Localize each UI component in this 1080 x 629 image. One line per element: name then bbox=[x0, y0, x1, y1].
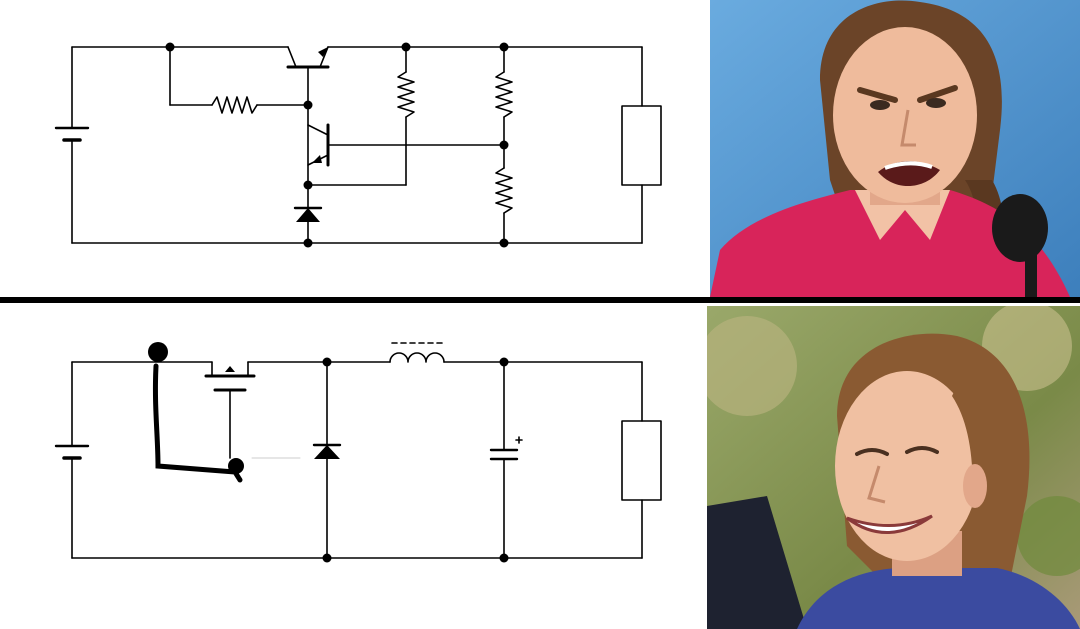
top-wires bbox=[54, 46, 662, 244]
smiling-face-photo bbox=[707, 306, 1080, 629]
angry-face-photo bbox=[710, 0, 1080, 297]
bottom-panel bbox=[0, 306, 1080, 629]
bottom-junction-dots bbox=[322, 357, 509, 563]
top-panel bbox=[0, 0, 1080, 297]
linear-regulator-schematic bbox=[0, 0, 700, 297]
bottom-wires bbox=[54, 342, 662, 559]
buck-converter-schematic bbox=[0, 306, 700, 629]
top-junction-dots bbox=[165, 42, 509, 248]
panel-divider bbox=[0, 297, 1080, 303]
